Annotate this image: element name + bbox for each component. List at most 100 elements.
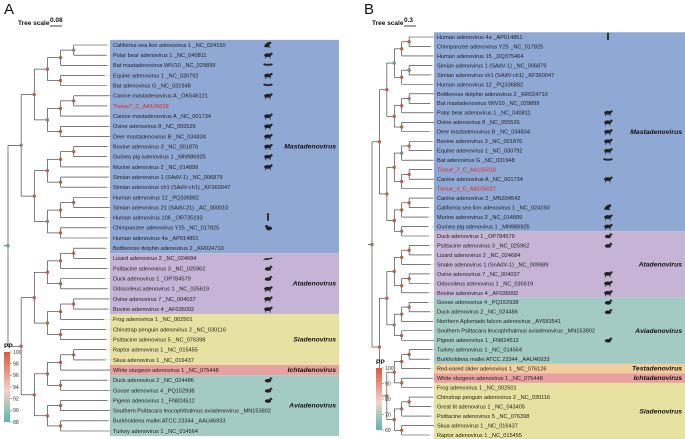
leaf-label: Murine adenovirus 2 _NC_014899 [113,165,198,171]
support-node [392,370,396,374]
clade-band [110,314,339,365]
leaf-label: Simian adenovirus ch1 (SAdV-ch1) _KF3600… [113,185,230,191]
support-node [385,88,389,92]
leaf-label: Skua adenovirus 1 _NC_016437 [437,423,518,429]
clade-band [434,373,685,383]
leaf-label: Human adenovirus 4a _AP014851 [113,236,199,242]
support-node [385,192,389,196]
support-node [400,359,404,364]
parrot-icon [264,265,274,271]
mouse-icon [264,164,273,171]
duck-icon [604,309,614,315]
leaf-label: Canine mastadenovirus A _NC_001734 [113,114,211,120]
chimp-icon [265,224,272,231]
horse-icon [604,148,613,155]
leaf-label: Polar bear adenovirus 1 _NC_040811 [437,111,531,117]
support-node [407,172,411,177]
pp-tick-label: 60 [385,428,391,434]
leaf-label: Duck adenovirus 2 _NC_024486 [437,310,518,316]
leaf-label: Psittacine adenovirus 3 _NC_025962 [437,243,529,249]
support-node [407,40,411,44]
rodent-icon [604,223,613,230]
sea-lion-icon [264,41,272,48]
support-node [32,92,36,97]
pp-tick-label: 100 [385,366,394,372]
leaf-label: Equine adenovirus 1 _NC_030792 [437,149,523,155]
support-node [19,344,23,348]
leaf-label: White sturgeon adenovirus 1 _NC_075448 [113,368,219,374]
horse-icon [264,72,273,79]
support-node [407,276,411,281]
leaf-label: Burkholderia mallei ATCC 23344 _AAU46933 [113,419,225,425]
pp-tick-label: 70 [385,412,391,418]
leaf-label: Duck adenovirus 1 _OP784579 [113,277,191,283]
highlighted-leaf-label: Tissue_4_C_AA105027 [437,187,496,193]
support-node [385,394,389,398]
human-icon [266,213,270,221]
support-node [58,208,63,212]
leaf-label: Chinstrap penguin adenovirus 2 _NC_03011… [437,395,550,401]
leaf-label: Simian adenovirus ch1 (SAdV-ch1) _KF3600… [437,73,554,79]
support-node [407,68,411,72]
leaf-label: Simian adenovirus 21 (SAdV-21) _AC_00001… [113,205,228,211]
cow-icon [264,143,273,150]
support-node [377,345,382,349]
leaf-label: Odocoileus adenovirus 1 _NC_035619 [437,281,533,287]
support-node [407,400,411,404]
duck-icon [264,275,274,281]
leaf-label: Frog adenovirus 1 _NC_002501 [437,386,517,392]
deer-icon [264,286,273,293]
support-node [400,255,404,259]
sheep-icon [604,119,613,126]
bat-icon [603,158,613,162]
support-node [400,208,404,212]
support-node [392,61,396,65]
leaf-label: Duck adenovirus 2 _NC_024486 [113,378,194,384]
leaf-label: Turkey adenovirus 1 _NC_014564 [113,429,198,435]
support-node [370,242,374,247]
genus-label: Siadenovirus [293,337,336,344]
leaf-label: Odocoileus adenovirus 1 _NC_035619 [113,287,209,293]
leaf-label: Bottlenose dolphin adenovirus 2 _KR02471… [113,246,224,252]
deer-icon [264,133,273,140]
support-node [58,259,63,263]
panel-letter: A [4,1,14,18]
leaf-label: Simian adenovirus 1 (SAdV-1) _NC_006879 [113,175,222,181]
support-node [72,200,76,205]
support-node [407,248,411,252]
leaf-label: Bovine adenovirus 4 _AF036092 [437,291,518,297]
support-node [407,201,411,205]
genus-label: Siadenovirus [639,408,682,415]
leaf-label: Human adenovirus 15 _DQ375464 [437,54,523,60]
support-node [45,118,50,122]
leaf-label: Ovine adenovirus 7 _NC_004037 [437,272,520,278]
cow-icon [604,290,613,297]
leaf-label: Chinstrap penguin adenovirus 2 _NC_03011… [113,327,226,333]
support-node [72,150,76,154]
tree-scale-value: 0.08 [50,17,63,24]
leaf-label: Ovine adenovirus 7 _NC_004037 [113,297,196,303]
cow-icon [264,306,273,313]
support-node [72,99,76,103]
leaf-label: Bottlenose dolphin adenovirus 2 _KR02471… [437,92,548,98]
dog-icon [264,113,273,120]
goose-icon [604,299,614,305]
duck-icon [604,233,614,239]
genus-label: Testadenovirus [632,366,682,373]
support-node [72,48,76,52]
support-node [32,296,36,300]
leaf-label: Bat adenovirus G _NC_031948 [437,158,515,164]
leaf-label: Goose adenovirus 4 _PQ152938 [113,388,194,394]
support-node [45,372,50,376]
pigeon-icon [604,337,614,343]
genus-label: Aviadenovirus [634,328,682,335]
leaf-label: Bat mastadenovirus WIV10 _NC_029899 [113,63,215,69]
support-node [58,332,63,337]
support-node [45,169,50,173]
deer-icon [604,280,613,287]
bat-icon [263,63,273,67]
lizard-icon [263,257,273,260]
leaf-label: Murine adenovirus 2 _NC_014899 [437,215,522,221]
